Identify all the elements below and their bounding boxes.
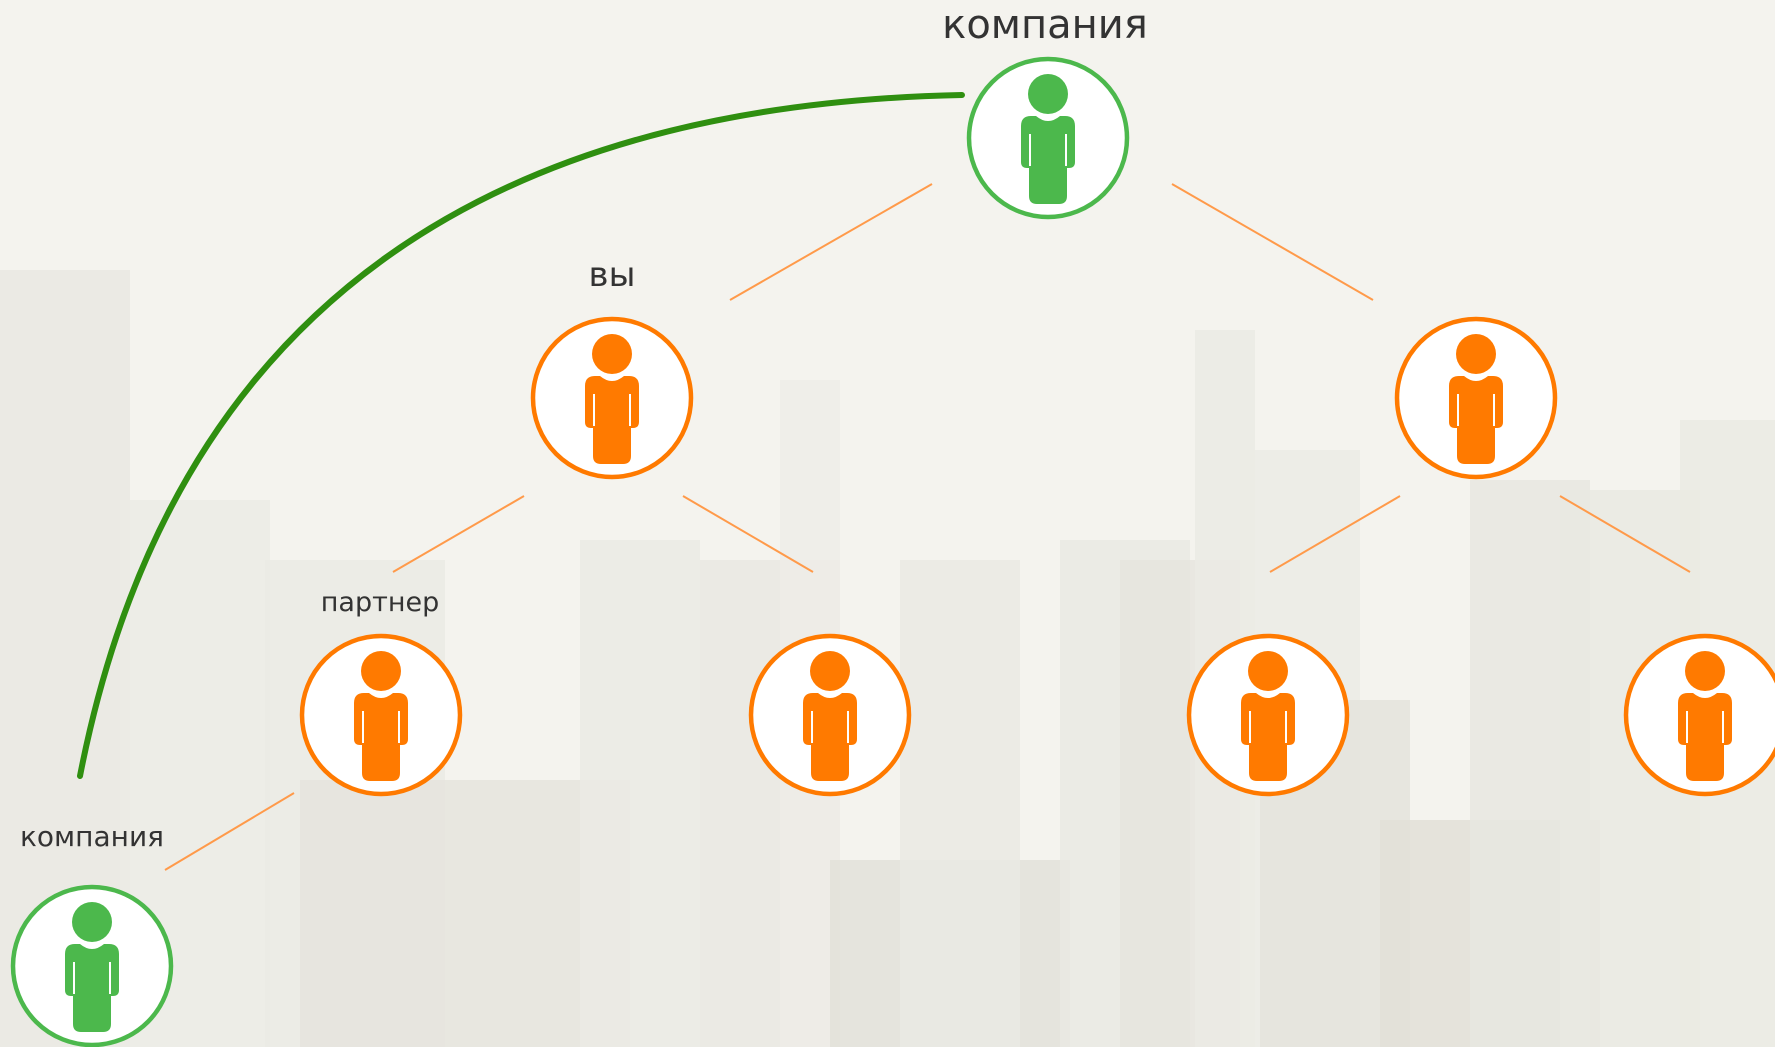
connector-line xyxy=(1171,183,1374,301)
person-icon xyxy=(585,334,639,464)
connector-line xyxy=(392,495,525,573)
person-icon xyxy=(1678,651,1732,781)
connector-line xyxy=(1559,495,1691,573)
person-icon xyxy=(1021,74,1075,204)
connector-line xyxy=(729,183,933,301)
connector-line xyxy=(682,495,814,573)
partner-node xyxy=(299,633,463,797)
bottom-company-node xyxy=(10,884,174,1047)
connector-line xyxy=(164,792,295,871)
person-icon xyxy=(1241,651,1295,781)
person-icon xyxy=(354,651,408,781)
top-company-node xyxy=(966,56,1130,220)
you-node xyxy=(530,316,694,480)
member-2-node xyxy=(748,633,912,797)
member-3-node xyxy=(1186,633,1350,797)
person-icon xyxy=(65,902,119,1032)
right-member-node xyxy=(1394,316,1558,480)
person-icon xyxy=(803,651,857,781)
member-4-node xyxy=(1623,633,1775,797)
partner-label: партнер xyxy=(320,587,440,618)
you-label: вы xyxy=(588,255,636,295)
person-icon xyxy=(1449,334,1503,464)
top-company-label: компания xyxy=(942,2,1148,48)
connector-line xyxy=(1269,495,1401,573)
company-link-curve xyxy=(77,92,965,779)
bottom-company-label: компания xyxy=(20,820,164,853)
